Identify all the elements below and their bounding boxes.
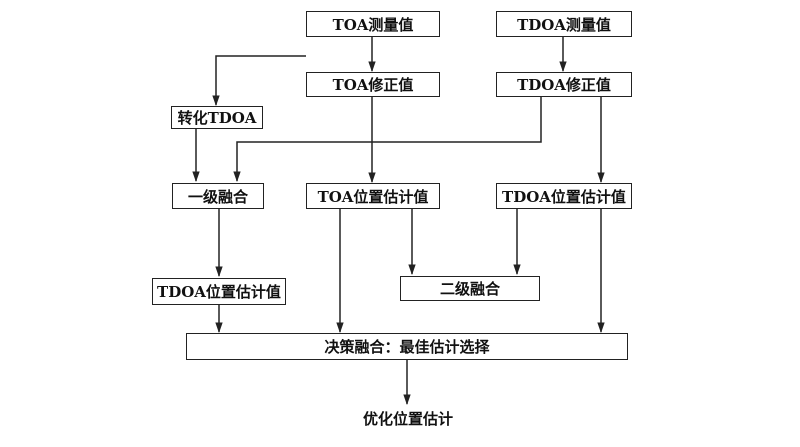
node-toa-measure: TOA测量值 — [306, 11, 440, 37]
node-tdoa-measure: TDOA测量值 — [496, 11, 632, 37]
node-convert-tdoa: 转化TDOA — [171, 106, 263, 129]
node-level1-fusion: 一级融合 — [172, 183, 264, 209]
node-toa-position: TOA位置估计值 — [306, 183, 440, 209]
edge-toa-correct-to-convert — [212, 55, 306, 107]
node-toa-correct: TOA修正值 — [306, 72, 440, 97]
node-level2-fusion: 二级融合 — [400, 276, 540, 301]
node-tdoa-correct: TDOA修正值 — [496, 72, 632, 97]
node-output: 优化位置估计 — [362, 410, 453, 428]
node-tdoa-position-left: TDOA位置估计值 — [152, 278, 286, 305]
node-decision-fusion: 决策融合：最佳估计选择 — [186, 333, 628, 360]
edge-tdoa-correct-to-level1 — [233, 96, 542, 183]
node-tdoa-position-right: TDOA位置估计值 — [496, 183, 632, 209]
